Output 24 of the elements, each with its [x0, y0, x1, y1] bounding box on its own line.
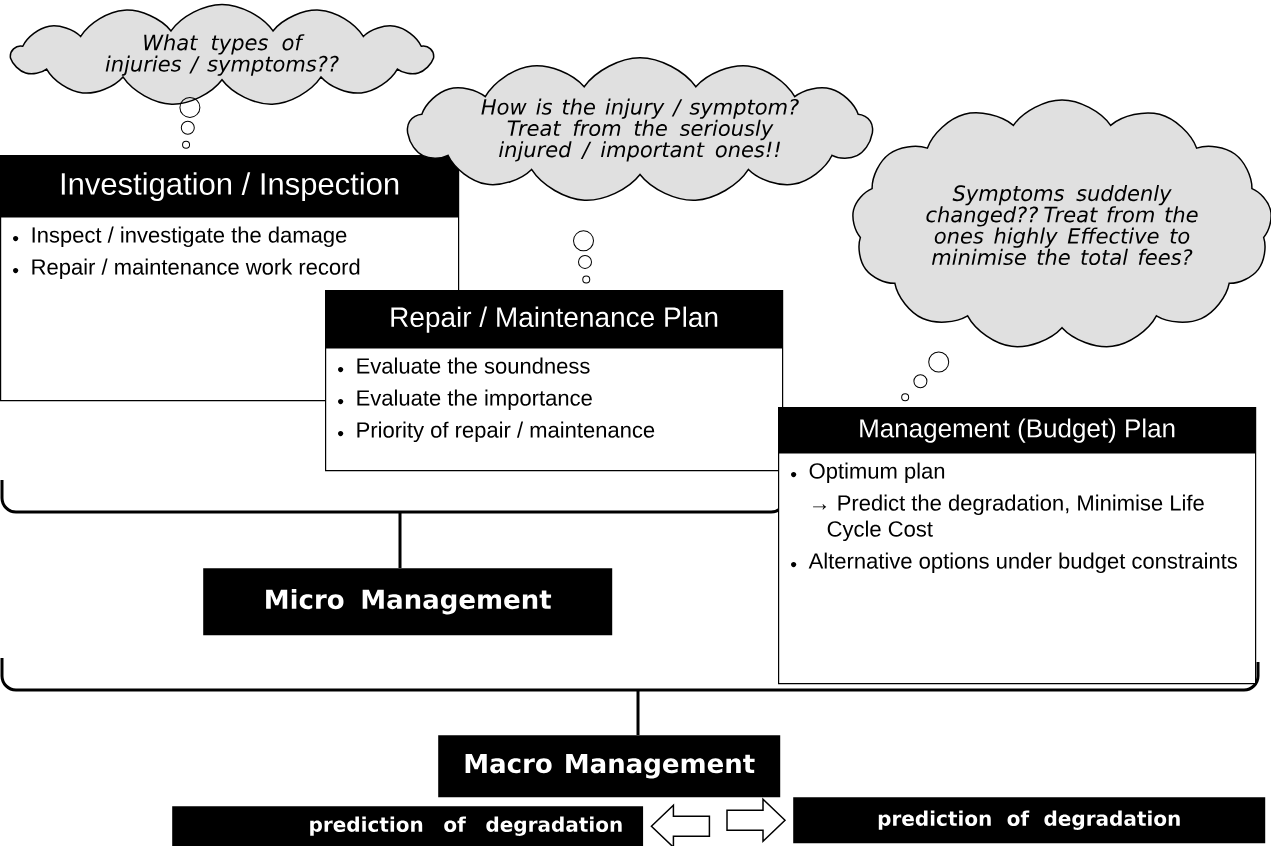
label-bar: Micro Management [203, 568, 613, 636]
header-bar: Management (Budget) Plan [778, 407, 1256, 454]
bullet-item: Evaluate the importance [338, 389, 592, 411]
bullet-item: Inspect / investigate the damage [13, 226, 347, 248]
header-bar: Repair / Maintenance Plan [325, 290, 783, 349]
bullet-item: Evaluate the soundness [338, 357, 590, 374]
bullet-item: Repair / maintenance work record [13, 258, 360, 280]
label-bar: Macro Management [438, 735, 781, 798]
label-bar: prediction of degradation [172, 806, 644, 846]
bullet-item: Optimum plan [791, 462, 945, 484]
info-card [325, 290, 784, 472]
sub-item: → Predict the degradation, Minimise Life Cycle Cost [813, 494, 1204, 542]
thought-cloud: What types of injuries / symptoms?? [9, 3, 435, 105]
thought-cloud: Symptoms suddenly changed?? Treat from the ones highly Effective to minimise the total fees? [852, 99, 1271, 348]
thought-cloud: How is the injury / symptom? Treat from the seriously injured / important ones!! [406, 56, 874, 201]
header-bar: Investigation / Inspection [0, 155, 459, 218]
info-card [778, 407, 1257, 685]
thought-bubbles [901, 351, 950, 402]
thought-bubbles [573, 230, 594, 284]
bullet-item: Alternative options under budget constraints [791, 552, 1237, 574]
thought-bubbles [179, 96, 201, 149]
hollow-arrow [650, 803, 711, 846]
bullet-item: Priority of repair / maintenance [338, 421, 655, 443]
label-bar: prediction of degradation [793, 797, 1266, 844]
